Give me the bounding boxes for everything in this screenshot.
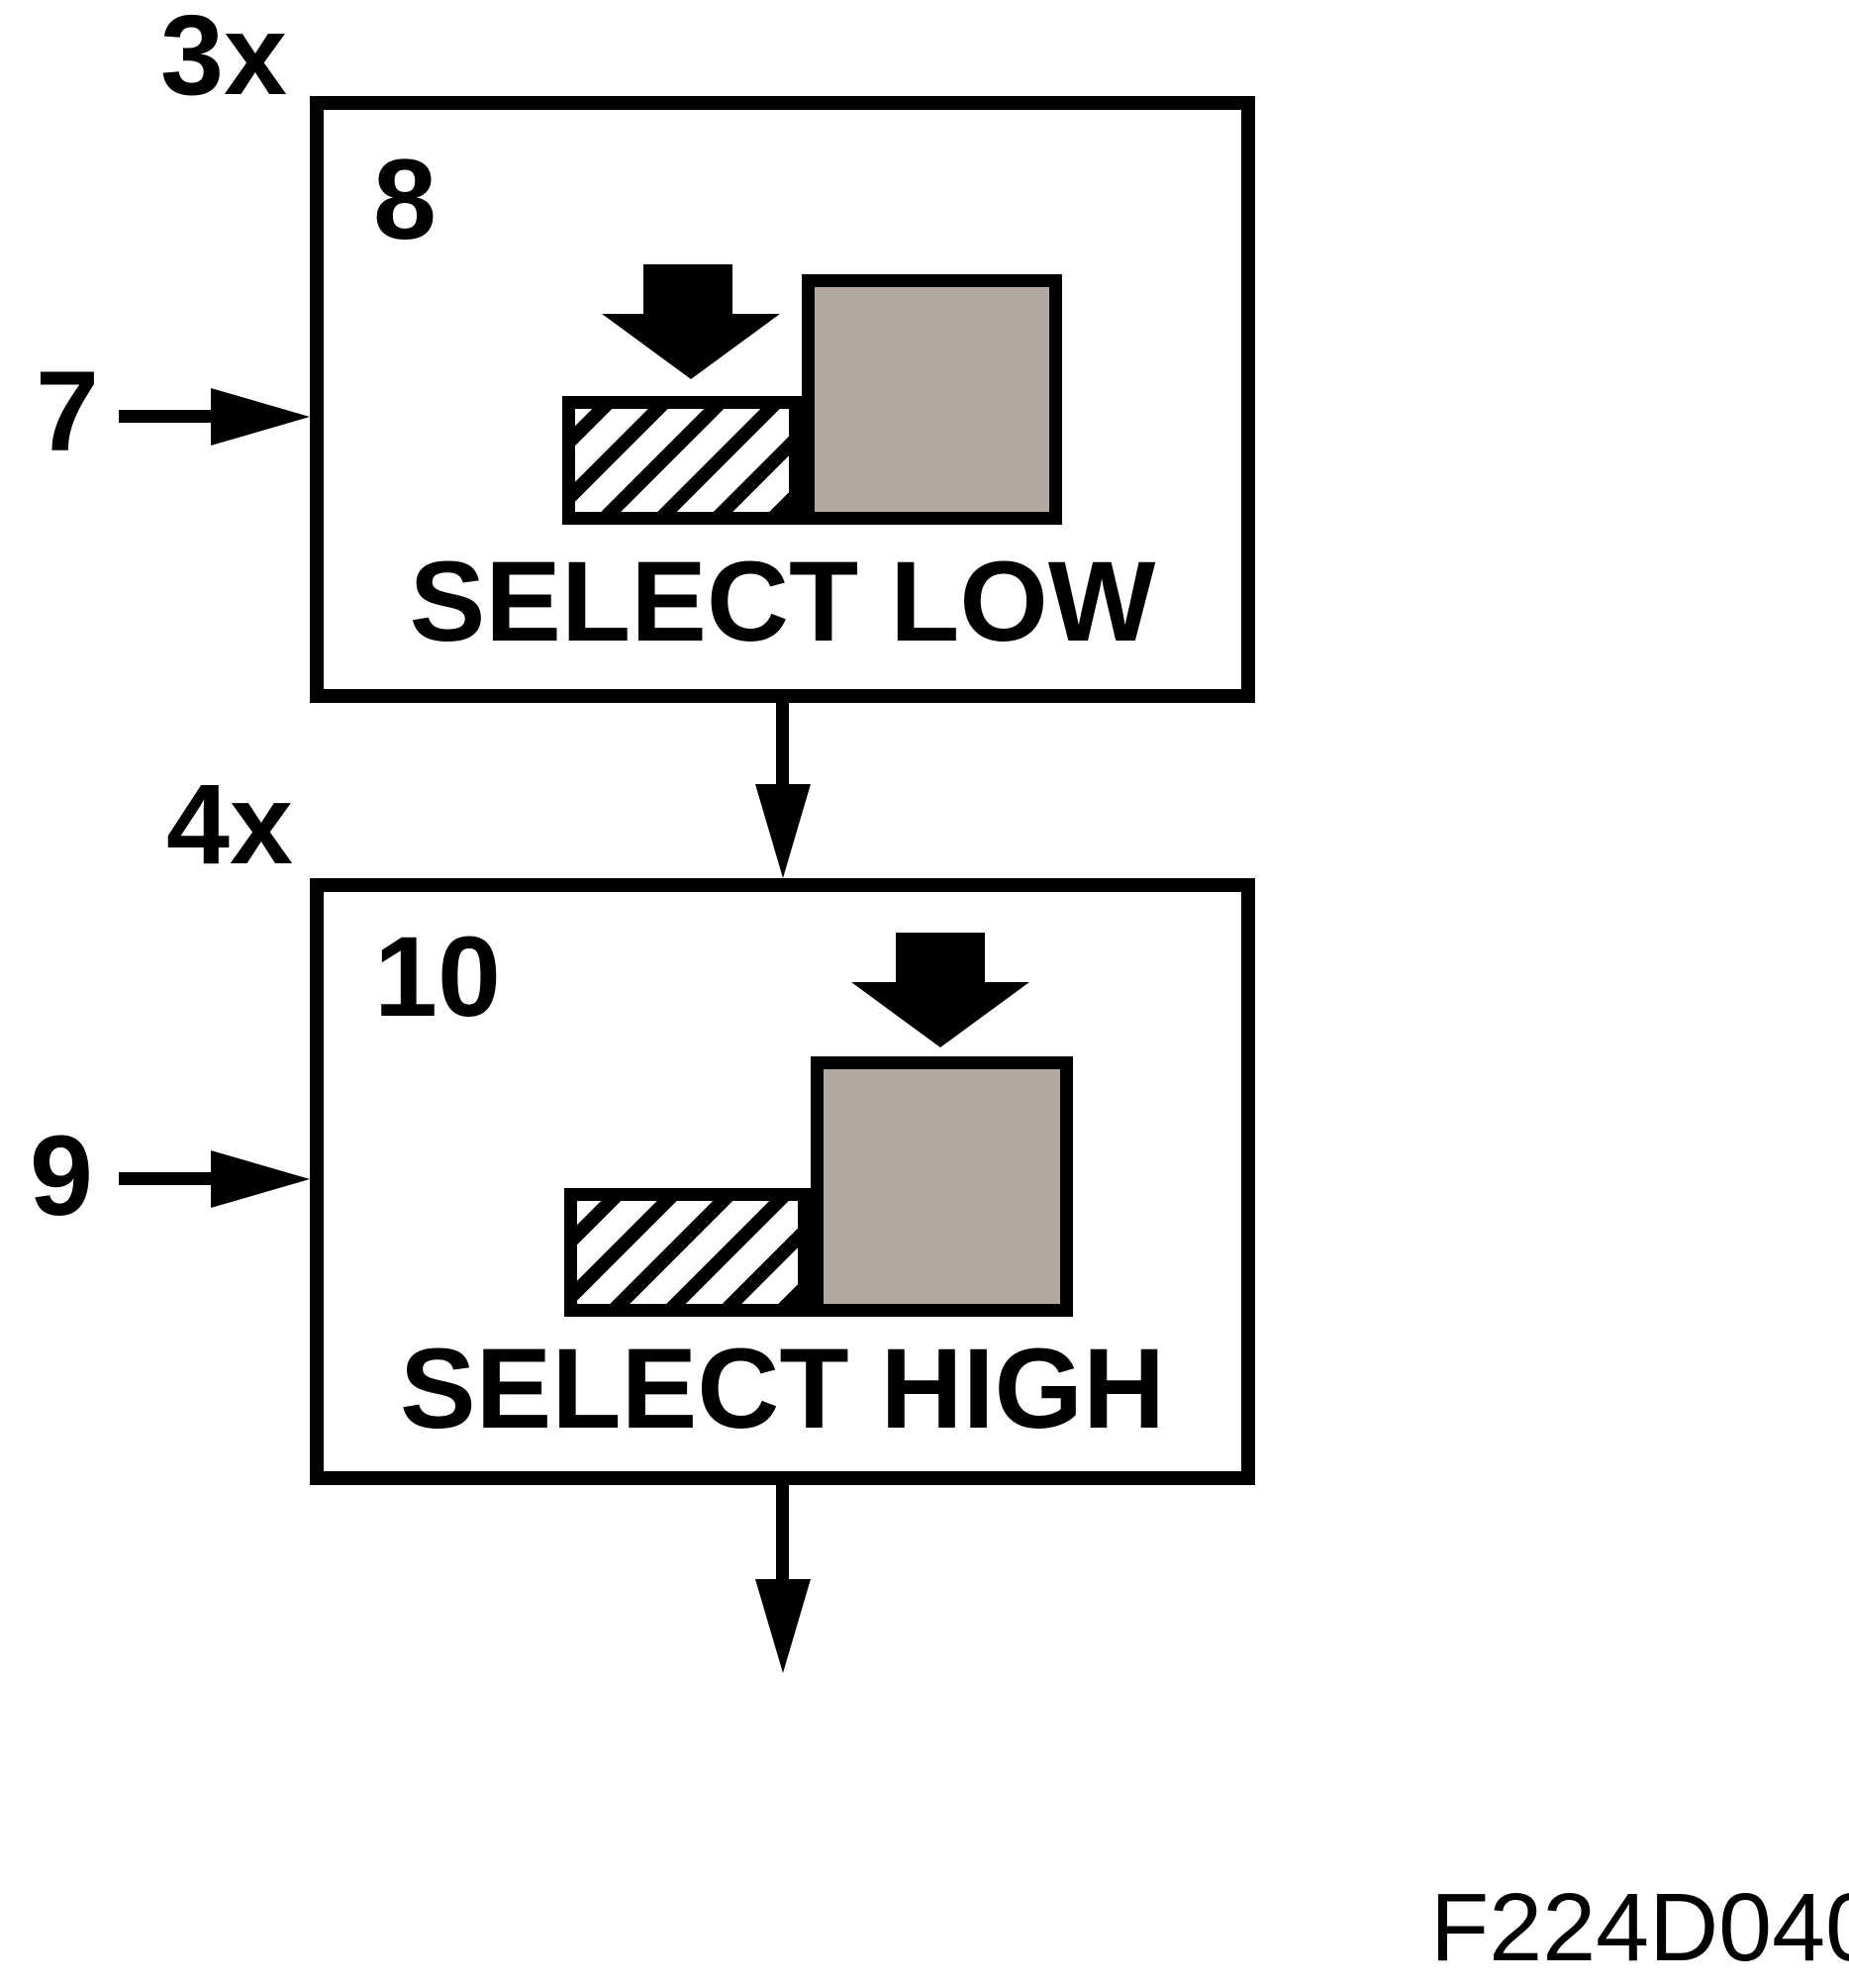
- gray-high-block: [802, 274, 1062, 525]
- panel-caption: SELECT HIGH: [399, 1326, 1166, 1452]
- step-number-label: 8: [373, 137, 437, 263]
- flow-down-arrow-icon: [755, 703, 811, 878]
- step-number-label: 10: [374, 914, 501, 1041]
- hatched-low-bar: [562, 396, 802, 525]
- callout-arrow-icon: [119, 1150, 310, 1208]
- hatched-low-bar: [564, 1188, 811, 1317]
- panel-select-high: 10 SELECT HIGH: [310, 878, 1255, 1485]
- multiplier-label-4x: 4x: [166, 761, 293, 888]
- block-arrow-shaft: [643, 264, 732, 316]
- panel-caption: SELECT LOW: [409, 539, 1156, 665]
- flow-down-arrow-icon: [755, 1485, 811, 1673]
- block-arrow-head: [851, 982, 1029, 1047]
- flow-arrow-head: [755, 784, 811, 878]
- callout-arrow-head: [211, 388, 310, 446]
- callout-arrow-shaft: [119, 1172, 218, 1185]
- callout-number-9: 9: [30, 1113, 93, 1240]
- callout-arrow-head: [211, 1150, 310, 1208]
- multiplier-label-3x: 3x: [160, 0, 287, 119]
- block-down-arrow-icon: [851, 933, 1029, 1047]
- callout-number-7: 7: [36, 348, 99, 475]
- flow-arrow-shaft: [776, 703, 789, 797]
- callout-arrow-shaft: [119, 410, 218, 423]
- gray-high-block: [811, 1056, 1073, 1317]
- flow-arrow-head: [755, 1579, 811, 1673]
- callout-arrow-icon: [119, 388, 310, 446]
- flow-arrow-shaft: [776, 1485, 789, 1584]
- block-arrow-shaft: [896, 933, 985, 984]
- figure-code: F224D040: [1430, 1873, 1849, 1981]
- block-arrow-head: [602, 314, 780, 379]
- panel-select-low: 8 SELECT LOW: [310, 96, 1255, 703]
- block-down-arrow-icon: [602, 264, 780, 379]
